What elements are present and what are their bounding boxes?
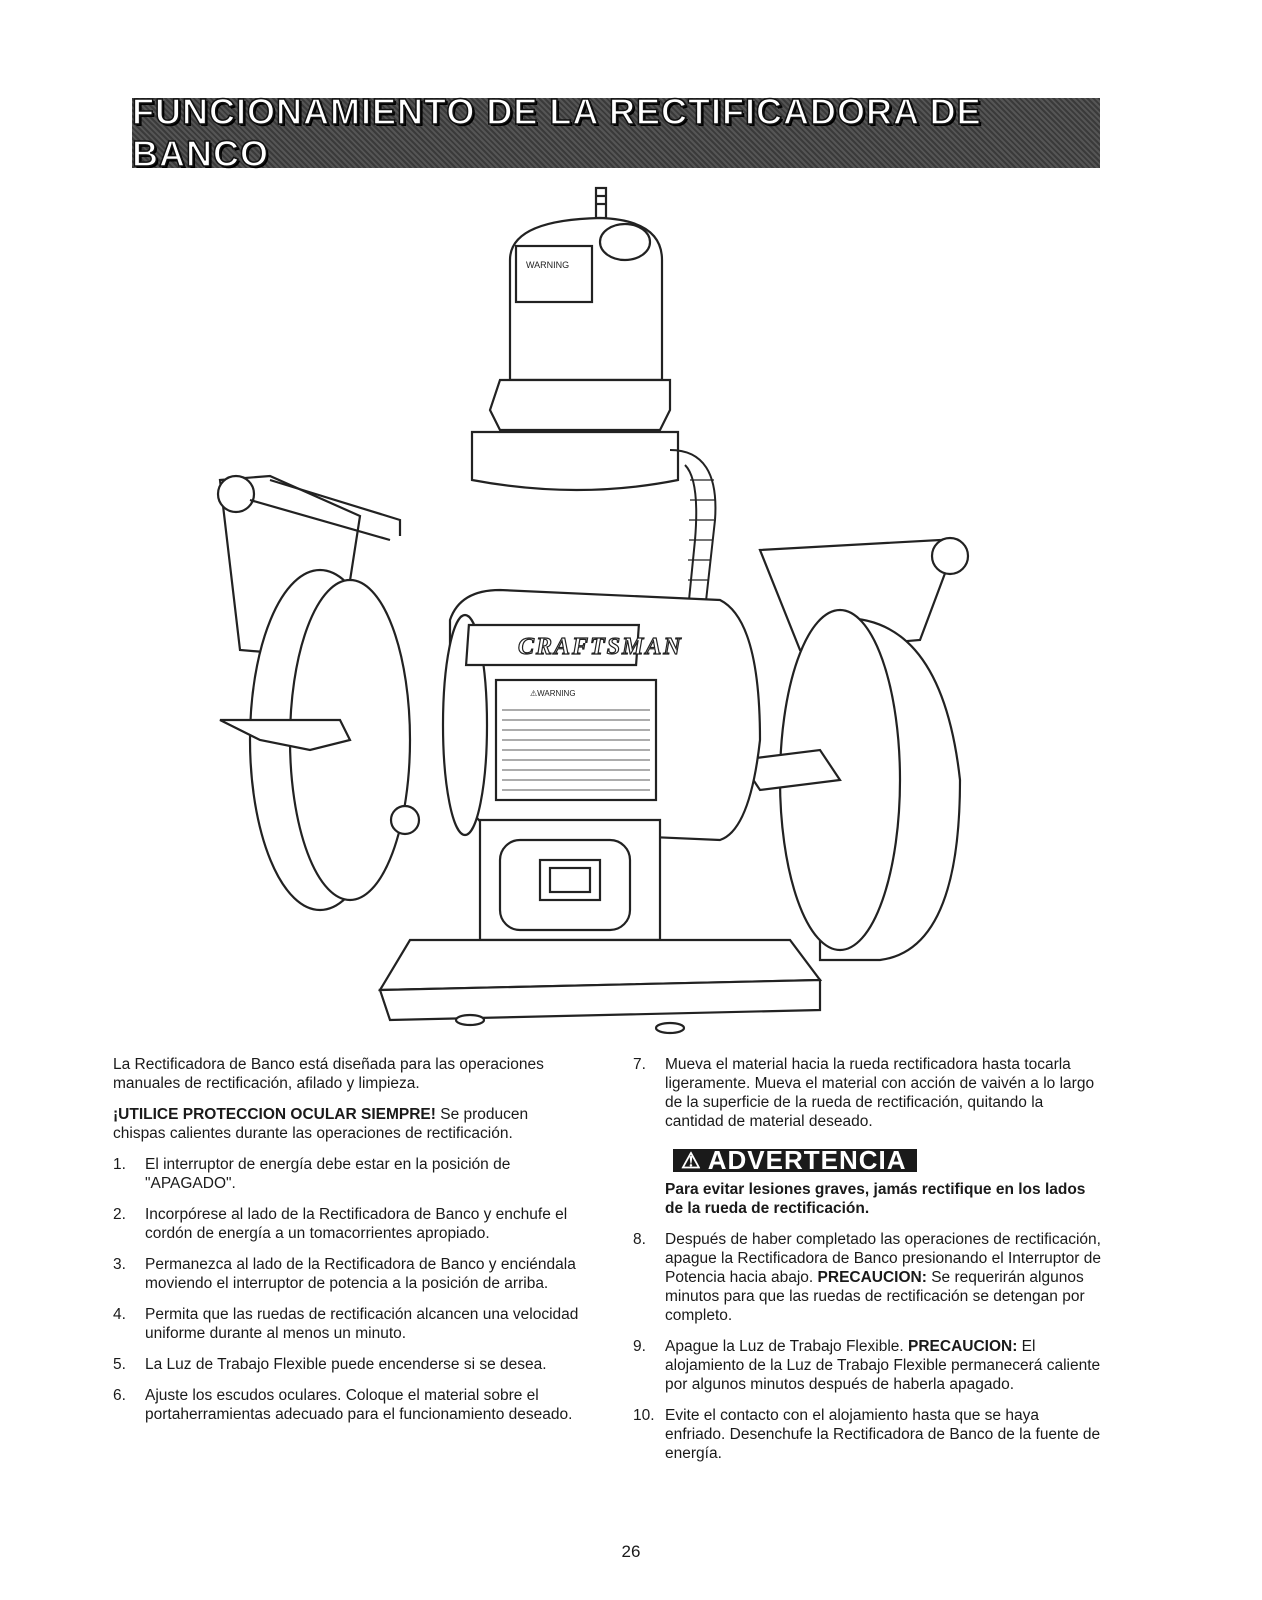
right-eye-shield: [758, 536, 970, 652]
caution-label: PRECAUCION:: [817, 1269, 927, 1286]
right-text-column: 7. Mueva el material hacia la rueda recti…: [633, 1055, 1103, 1475]
step-number: 1.: [113, 1156, 126, 1173]
list-item: 8. Después de haber completado las operac…: [633, 1230, 1103, 1325]
step-number: 8.: [633, 1231, 646, 1248]
step-text: La Luz de Trabajo Flexible puede encende…: [145, 1356, 547, 1373]
warning-label: ADVERTENCIA: [707, 1145, 907, 1175]
work-light: WARNING: [470, 216, 680, 492]
step-text-start: Después de haber completado las operacio…: [665, 1231, 1102, 1286]
list-item: 6. Ajuste los escudos oculares. Coloque e…: [113, 1386, 583, 1424]
warning-text: Para evitar lesiones graves, jamás recti…: [665, 1181, 1086, 1217]
left-text-column: La Rectificadora de Banco está diseñada …: [113, 1055, 583, 1436]
warning-banner: ⚠ADVERTENCIA: [673, 1145, 917, 1175]
list-item: 4. Permita que las ruedas de rectificació…: [113, 1305, 583, 1343]
left-wheel-guard: [219, 568, 421, 912]
motor-warning-label: ⚠WARNING: [530, 689, 576, 698]
list-item: 3. Permanezca al lado de la Rectificadora…: [113, 1255, 583, 1293]
list-item: 9. Apague la Luz de Trabajo Flexible. PRE…: [633, 1337, 1103, 1394]
list-item: 7. Mueva el material hacia la rueda recti…: [633, 1055, 1103, 1131]
safety-paragraph: ¡UTILICE PROTECCION OCULAR SIEMPRE! Se p…: [113, 1105, 583, 1143]
step-number: 9.: [633, 1338, 646, 1355]
step-text: Permanezca al lado de la Rectificadora d…: [145, 1256, 576, 1292]
step-number: 4.: [113, 1306, 126, 1323]
step-text: Permita que las ruedas de rectificación …: [145, 1306, 579, 1342]
step-number: 3.: [113, 1256, 126, 1273]
step-text-end: El alojamiento de la Luz de Trabajo Flex…: [665, 1338, 1101, 1393]
lamp-warning-label: WARNING: [526, 260, 569, 270]
step-text: Evite el contacto con el alojamiento has…: [665, 1407, 1101, 1462]
section-title: FUNCIONAMIENTO DE LA RECTIFICADORA DE BA…: [131, 90, 982, 175]
lamp-knob: [594, 186, 608, 220]
step-text-start: Apague la Luz de Trabajo Flexible.: [665, 1338, 908, 1355]
section-title-banner: FUNCIONAMIENTO DE LA RECTIFICADORA DE BA…: [131, 90, 1100, 175]
bench-grinder-illustration: WARNING CRAFTSMAN ⚠W: [216, 186, 970, 1035]
step-number: 6.: [113, 1387, 126, 1404]
list-item: 10. Evite el contacto con el alojamiento …: [633, 1406, 1103, 1463]
step-text-end: Se requerirán algunos minutos para que l…: [665, 1269, 1085, 1324]
list-item: 2. Incorpórese al lado de la Rectificador…: [113, 1205, 583, 1243]
caution-label: PRECAUCION:: [908, 1338, 1018, 1355]
warning-triangle-icon: ⚠: [681, 1148, 702, 1173]
grinder-base: [378, 818, 823, 1035]
page-number: 26: [621, 1542, 641, 1561]
safety-heading: ¡UTILICE PROTECCION OCULAR SIEMPRE!: [113, 1106, 436, 1123]
step-text: Después de haber completado las operacio…: [665, 1230, 1103, 1325]
step-number: 5.: [113, 1356, 126, 1373]
list-item: 1. El interruptor de energía debe estar e…: [113, 1155, 583, 1193]
step-text: Mueva el material hacia la rueda rectifi…: [665, 1056, 1095, 1130]
safety-text: Se producen chispas calientes durante la…: [113, 1106, 529, 1142]
right-wheel-guard: [738, 608, 962, 962]
intro-paragraph: La Rectificadora de Banco está diseñada …: [113, 1056, 544, 1092]
brand-logo: CRAFTSMAN: [518, 634, 683, 660]
motor-housing: CRAFTSMAN ⚠WARNING: [441, 588, 762, 842]
step-text: Ajuste los escudos oculares. Coloque el …: [145, 1387, 573, 1423]
step-text: Apague la Luz de Trabajo Flexible. PRECA…: [665, 1337, 1103, 1394]
step-text: El interruptor de energía debe estar en …: [145, 1156, 511, 1192]
step-text: Incorpórese al lado de la Rectificadora …: [145, 1206, 568, 1242]
step-number: 2.: [113, 1206, 126, 1223]
step-number: 7.: [633, 1056, 646, 1073]
list-item: 5. La Luz de Trabajo Flexible puede encen…: [113, 1355, 583, 1374]
step-number: 10.: [633, 1407, 655, 1424]
